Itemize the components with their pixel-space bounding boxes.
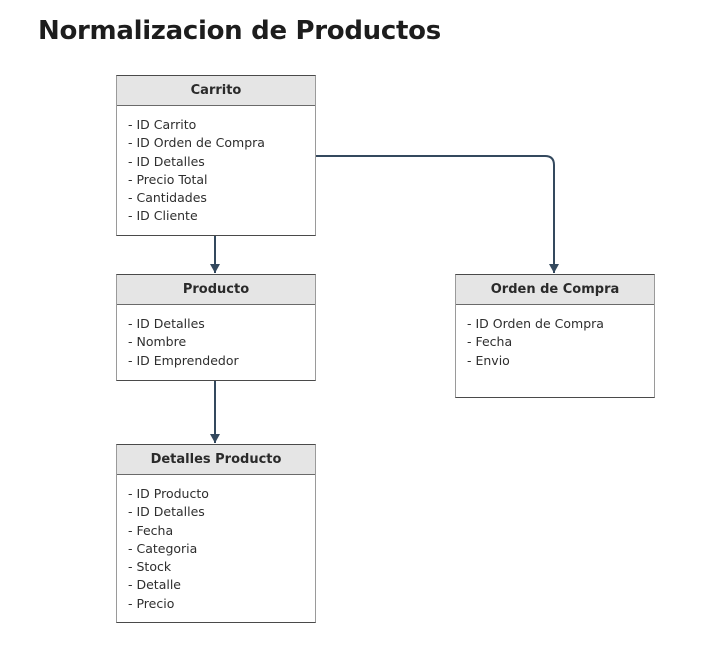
field-item: - Envio <box>467 352 510 368</box>
field-item: - ID Detalles <box>128 316 205 331</box>
field-item: - ID Orden de Compra <box>467 316 604 331</box>
entity-orden-de-compra[interactable]: Orden de Compra - ID Orden de Compra - F… <box>455 274 655 398</box>
field-item: - Precio <box>128 595 175 611</box>
arrowhead-producto <box>210 264 220 273</box>
field-item: - Fecha <box>128 522 174 538</box>
field-list: - ID Orden de Compra - Fecha - Envio <box>456 305 654 370</box>
field-item: - Stock <box>128 559 172 575</box>
entity-carrito[interactable]: Carrito - ID Carrito - ID Orden de Compr… <box>116 75 316 236</box>
connector-carrito-orden <box>316 155 555 273</box>
field-item: - Detalle <box>128 577 181 593</box>
field-item: - ID Carrito <box>128 117 197 132</box>
field-list: - ID Producto - ID Detalles - Fecha - Ca… <box>117 475 315 613</box>
page-title: Normalizacion de Productos <box>38 16 441 46</box>
field-item: - Nombre <box>128 334 187 350</box>
field-list: - ID Carrito - ID Orden de Compra - ID D… <box>117 106 315 226</box>
field-item: - ID Detalles <box>128 504 205 520</box>
field-list: - ID Detalles - Nombre - ID Emprendedor <box>117 305 315 370</box>
field-item: - Precio Total <box>128 171 208 187</box>
arrowhead-detalles <box>210 434 220 443</box>
field-item: - Fecha <box>467 334 513 350</box>
field-item: - Categoria <box>128 540 198 556</box>
field-item: - ID Detalles <box>128 153 205 169</box>
field-item: - Cantidades <box>128 190 207 206</box>
field-item: - ID Orden de Compra <box>128 135 265 151</box>
entity-title: Carrito <box>117 76 315 106</box>
entity-title: Producto <box>117 275 315 305</box>
arrowhead-orden <box>549 264 559 273</box>
entity-producto[interactable]: Producto - ID Detalles - Nombre - ID Emp… <box>116 274 316 381</box>
field-item: - ID Cliente <box>128 208 198 224</box>
field-item: - ID Producto <box>128 486 209 501</box>
field-item: - ID Emprendedor <box>128 352 239 368</box>
entity-title: Detalles Producto <box>117 445 315 475</box>
entity-title: Orden de Compra <box>456 275 654 305</box>
entity-detalles-producto[interactable]: Detalles Producto - ID Producto - ID Det… <box>116 444 316 623</box>
